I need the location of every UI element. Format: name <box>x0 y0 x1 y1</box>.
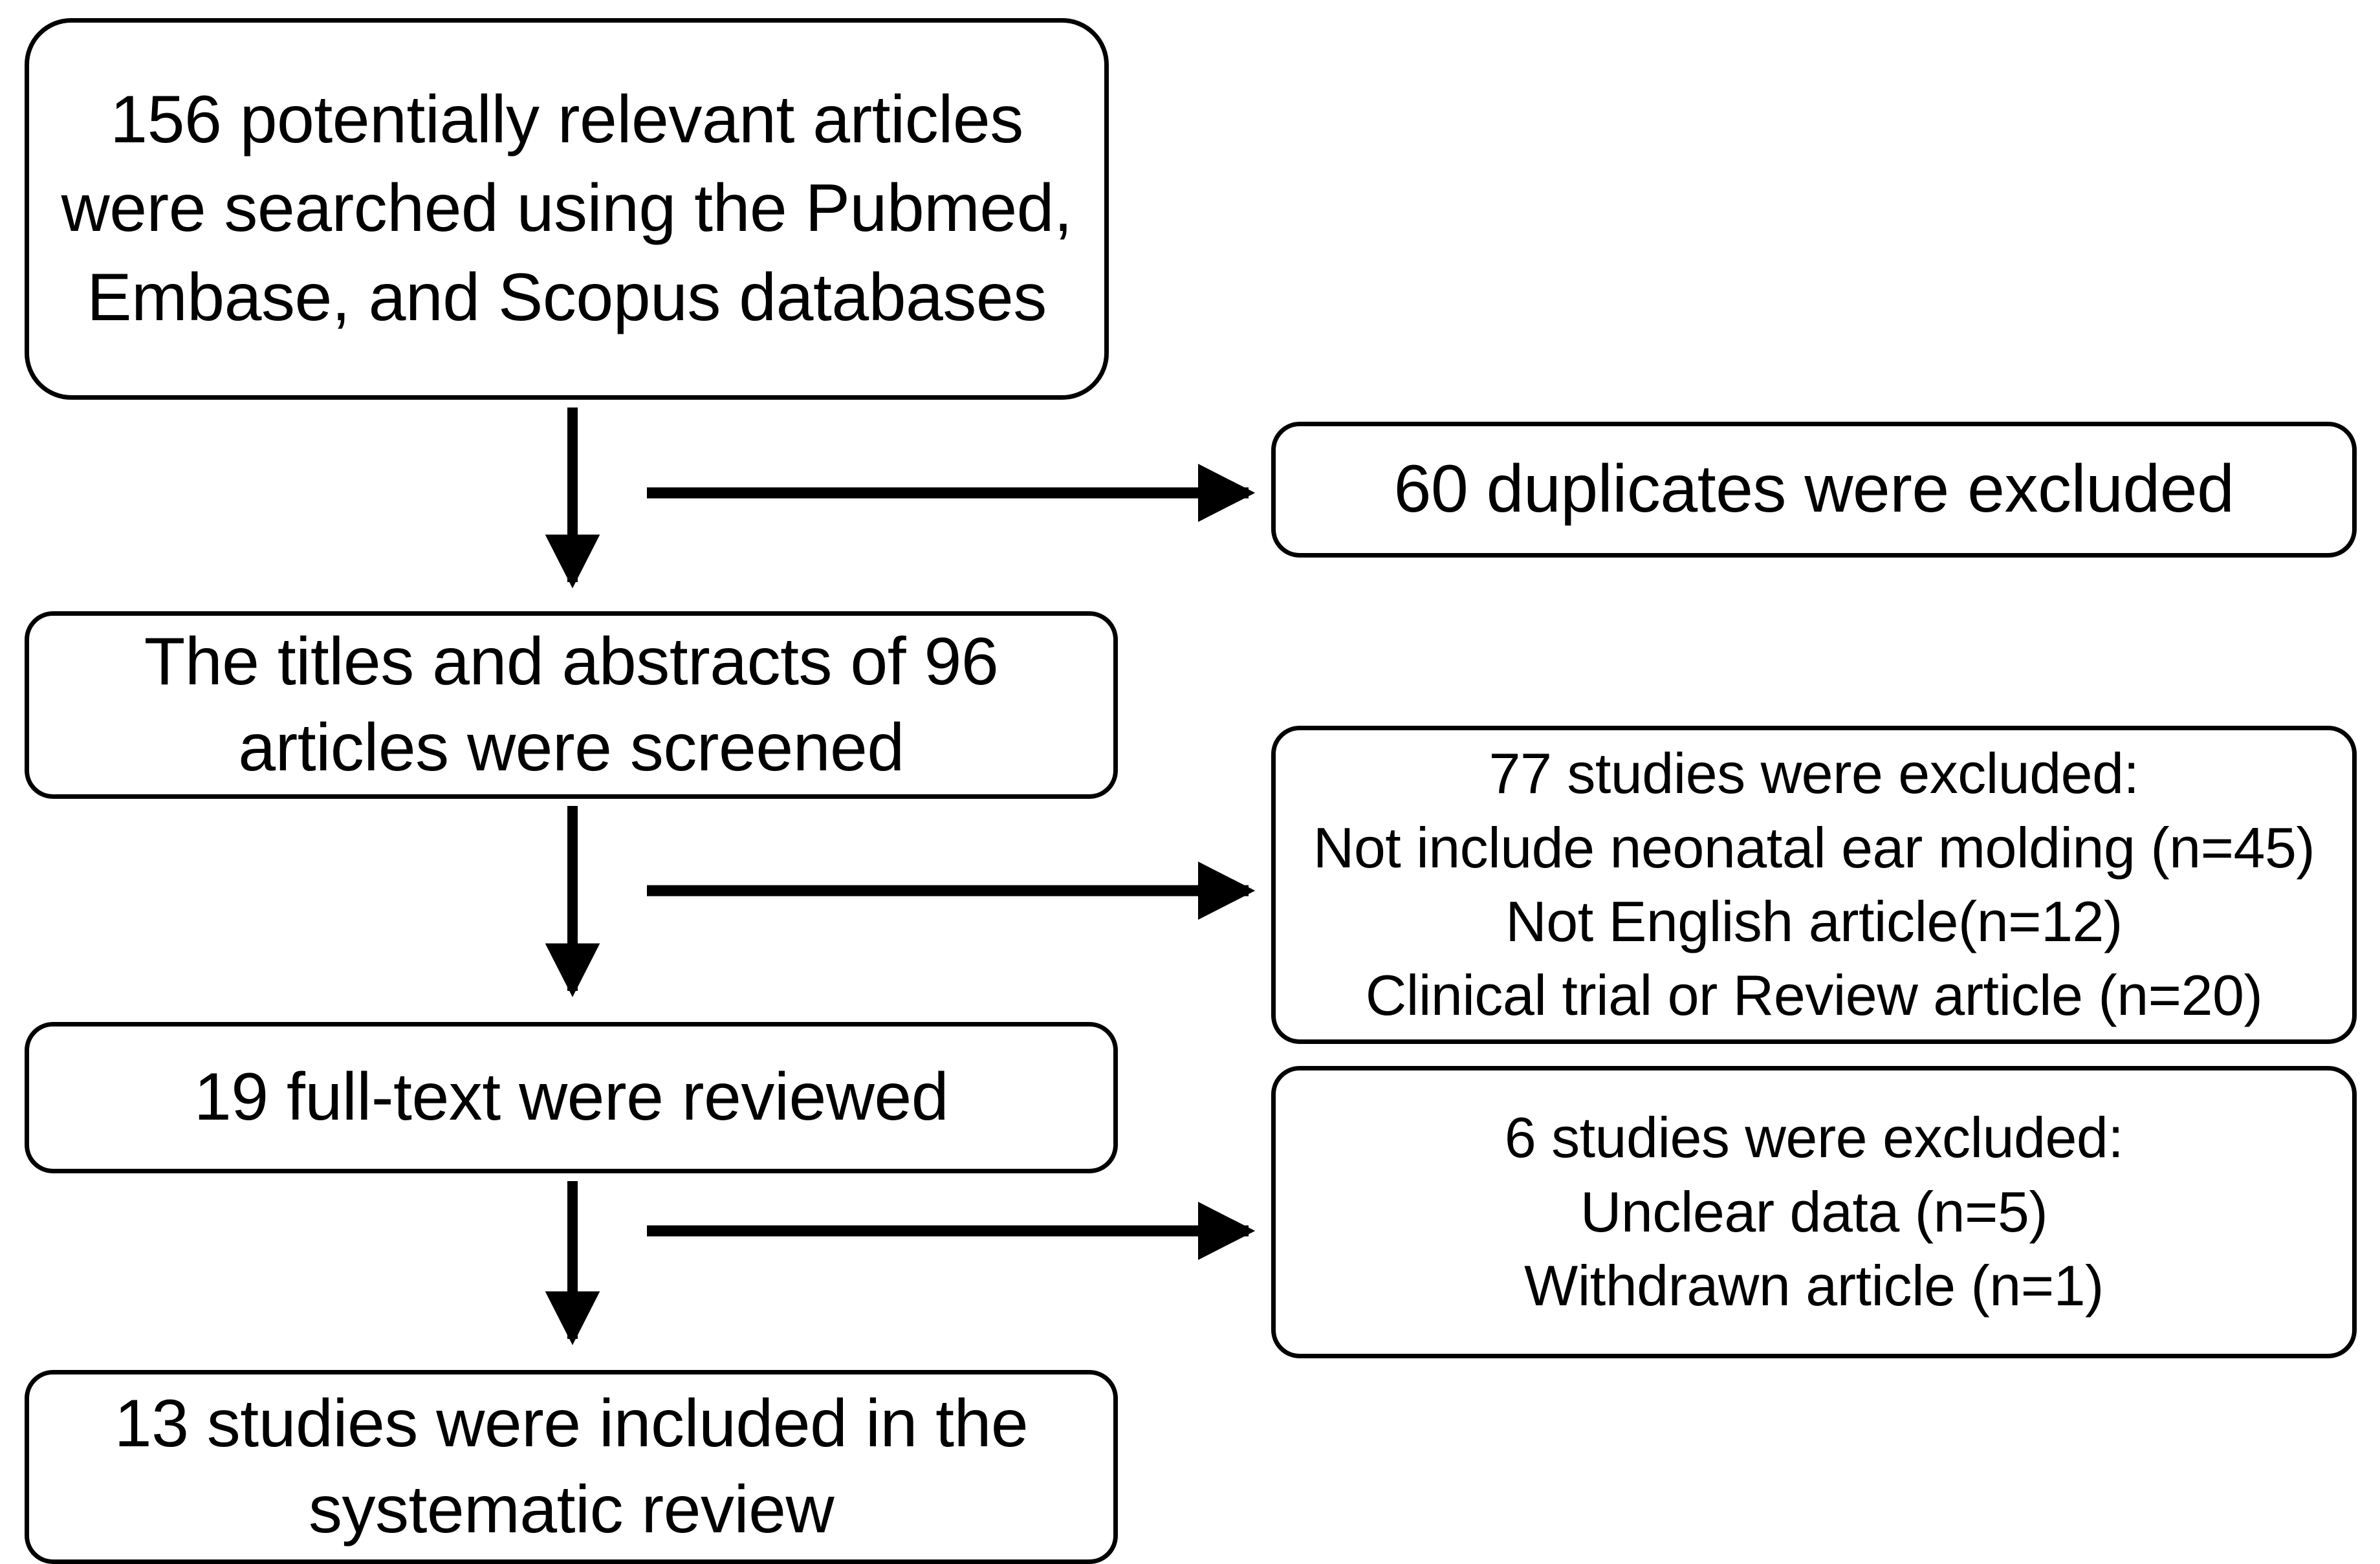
node-text-excluded-6: 6 studies were excluded: Unclear data (n… <box>1504 1105 2124 1318</box>
node-exclusion-duplicates: 60 duplicates were excluded <box>1271 422 2357 558</box>
prisma-flow-diagram: 156 potentially relevant articles were s… <box>25 18 2357 1564</box>
node-screening-titles-abstracts: The titles and abstracts of 96 articles … <box>25 611 1118 799</box>
node-identification-search: 156 potentially relevant articles were s… <box>25 18 1109 400</box>
node-text-search: 156 potentially relevant articles were s… <box>61 82 1073 335</box>
node-included-systematic-review: 13 studies were included in the systemat… <box>25 1370 1118 1564</box>
node-text-excluded-77: 77 studies were excluded: Not include ne… <box>1313 741 2315 1028</box>
flow-connectors-layer <box>545 407 1256 1345</box>
node-text-duplicates: 60 duplicates were excluded <box>1393 451 2234 527</box>
node-exclusion-6-studies: 6 studies were excluded: Unclear data (n… <box>1271 1066 2357 1358</box>
node-text-screened: The titles and abstracts of 96 articles … <box>144 624 999 785</box>
node-text-fulltext: 19 full-text were reviewed <box>193 1059 949 1135</box>
node-text-included: 13 studies were included in the systemat… <box>114 1385 1029 1547</box>
node-exclusion-77-studies: 77 studies were excluded: Not include ne… <box>1271 726 2357 1044</box>
node-eligibility-full-text: 19 full-text were reviewed <box>25 1022 1118 1173</box>
